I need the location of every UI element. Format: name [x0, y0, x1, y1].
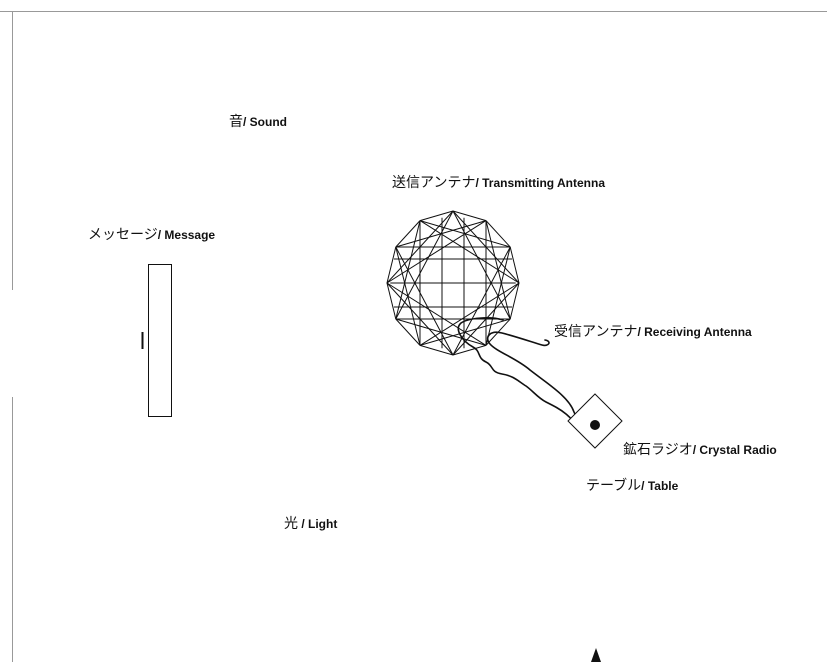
antenna-edge	[386, 246, 397, 284]
arrow-up-icon	[591, 648, 601, 662]
antenna-edge	[419, 344, 454, 356]
antenna-edge	[452, 344, 487, 356]
label-message: メッセージ/ Message	[88, 227, 215, 243]
room-frame	[0, 11, 827, 662]
label-crystal-radio: 鉱石ラジオ/ Crystal Radio	[623, 442, 777, 458]
label-table-en: / Table	[641, 479, 679, 493]
antenna-chord	[386, 282, 487, 346]
label-crystal-radio-en: / Crystal Radio	[692, 443, 777, 457]
antenna-edge	[395, 318, 421, 346]
label-light: 光 / Light	[284, 516, 337, 532]
transmitting-antenna	[386, 210, 520, 356]
label-transmitting-antenna-en: / Transmitting Antenna	[475, 176, 606, 190]
label-transmitting-antenna-ja: 送信アンテナ	[392, 175, 476, 191]
label-light-en: / Light	[298, 517, 338, 531]
label-table-ja: テーブル	[586, 478, 642, 494]
label-light-ja: 光	[284, 516, 298, 532]
label-transmitting-antenna: 送信アンテナ/ Transmitting Antenna	[392, 175, 605, 191]
antenna-edge	[509, 246, 520, 284]
label-sound-en: / Sound	[243, 115, 287, 129]
label-message-en: / Message	[157, 228, 216, 242]
label-sound-ja: 音	[229, 114, 243, 130]
antenna-edge	[395, 220, 421, 248]
antenna-chord	[386, 220, 487, 284]
label-receiving-antenna-en: / Receiving Antenna	[637, 325, 752, 339]
antenna-edge	[509, 282, 520, 320]
antenna-edge	[452, 210, 487, 222]
message-panel	[148, 264, 172, 417]
antenna-edge	[386, 282, 397, 320]
antenna-chord	[419, 282, 520, 346]
label-sound: 音/ Sound	[229, 114, 287, 130]
antenna-chord	[419, 220, 520, 284]
antenna-chord	[452, 210, 511, 320]
label-message-ja: メッセージ	[88, 227, 158, 243]
label-receiving-antenna-ja: 受信アンテナ	[554, 324, 638, 340]
antenna-chord	[452, 246, 511, 356]
antenna-chord	[395, 210, 454, 320]
antenna-edge	[419, 210, 454, 222]
antenna-chord	[395, 246, 454, 356]
label-receiving-antenna: 受信アンテナ/ Receiving Antenna	[554, 324, 752, 340]
crystal-radio-dot	[590, 420, 600, 430]
antenna-edge	[485, 220, 511, 248]
label-table: テーブル/ Table	[586, 478, 678, 494]
label-crystal-radio-ja: 鉱石ラジオ	[623, 442, 693, 458]
